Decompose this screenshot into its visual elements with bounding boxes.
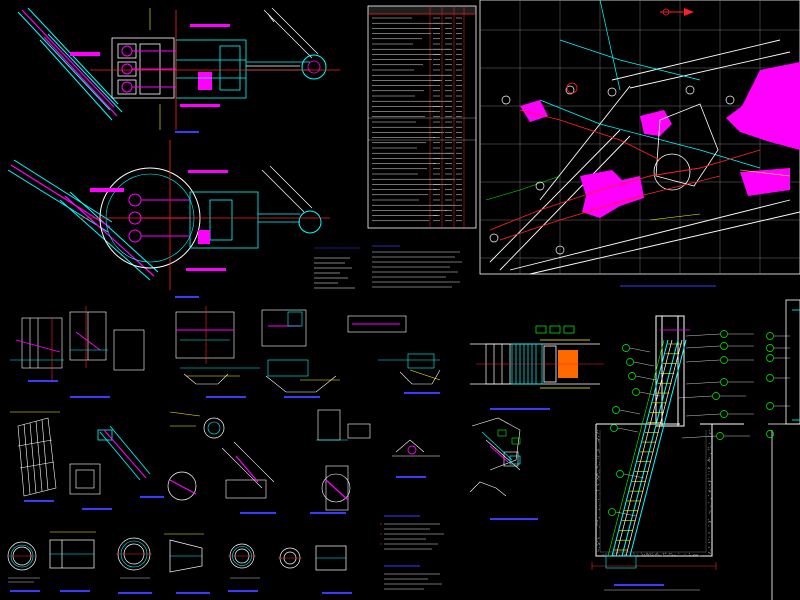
gate-valve-icon	[497, 429, 521, 445]
ladder-rungs	[614, 343, 682, 551]
building-magenta-1	[726, 62, 800, 150]
detail-row-1	[10, 306, 441, 398]
outlet-manhole-lower	[298, 210, 322, 234]
pump-station-plan-lower	[7, 140, 360, 298]
screen-grating-icon	[17, 417, 57, 497]
callout-bubble-icon	[608, 344, 661, 517]
site-plan	[479, 0, 800, 287]
gate-detail	[469, 417, 538, 520]
flange-detail	[203, 417, 225, 439]
north-arrow-icon	[660, 8, 694, 16]
screen-plan-detail	[470, 325, 604, 410]
inclined-screen-section	[591, 315, 754, 591]
table-row-lines	[372, 17, 462, 222]
schedule-table	[367, 5, 477, 288]
valve-chamber-fill	[198, 72, 212, 90]
notes-block-bottom	[380, 515, 444, 590]
detail-row-2	[10, 409, 440, 514]
pump-station-plan-upper	[17, 7, 340, 133]
outlet-manhole-upper	[301, 54, 327, 80]
notes-block-left	[314, 247, 360, 289]
pipe-sections-row	[7, 531, 352, 594]
concrete-hatching	[596, 429, 712, 557]
partial-section-right	[766, 299, 800, 600]
